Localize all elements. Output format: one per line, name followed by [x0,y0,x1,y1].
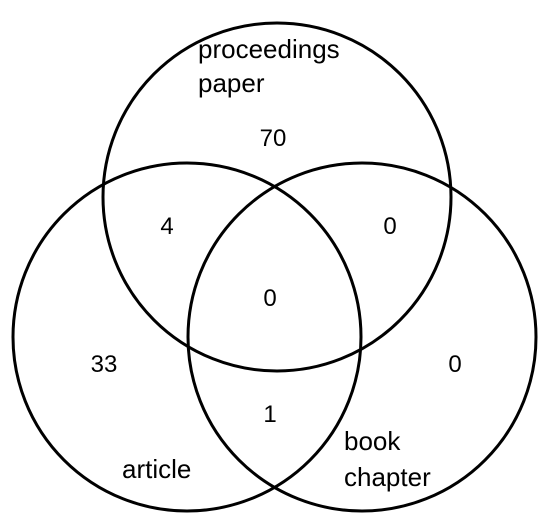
article-label: article [122,454,191,484]
count-proceedings-paper-only: 70 [260,125,287,152]
count-article-only: 33 [91,351,118,378]
proceedings-paper-label-line1: proceedings [198,34,340,64]
book-chapter-label-line2: chapter [344,462,431,492]
book-chapter-label-line1: book [344,426,401,456]
count-proceedings-article: 4 [160,213,173,240]
count-all-three: 0 [263,285,276,312]
book-chapter-circle [186,161,538,513]
article-circle [11,161,363,513]
proceedings-paper-label-line2: paper [198,68,265,98]
count-proceedings-book: 0 [383,213,396,240]
count-article-book: 1 [263,401,276,428]
count-book-chapter-only: 0 [448,351,461,378]
proceedings-paper-circle [101,21,453,373]
